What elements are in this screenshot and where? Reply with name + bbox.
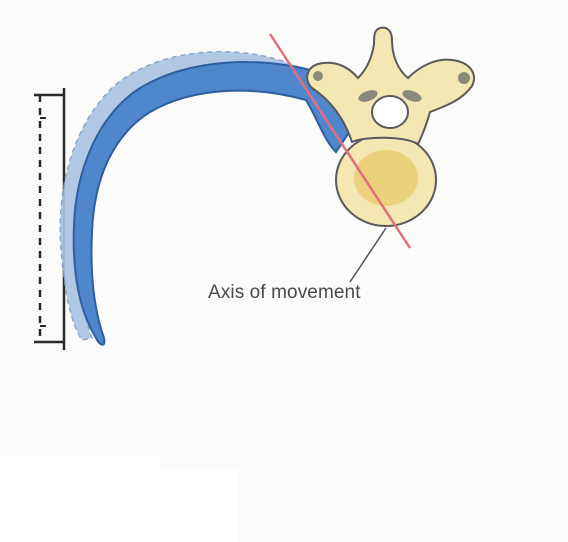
blank-region <box>0 456 160 542</box>
axis-of-movement-label: Axis of movement <box>208 282 361 304</box>
blank-region <box>160 470 238 542</box>
reference-line <box>34 88 64 350</box>
label-leader-line <box>350 228 386 282</box>
